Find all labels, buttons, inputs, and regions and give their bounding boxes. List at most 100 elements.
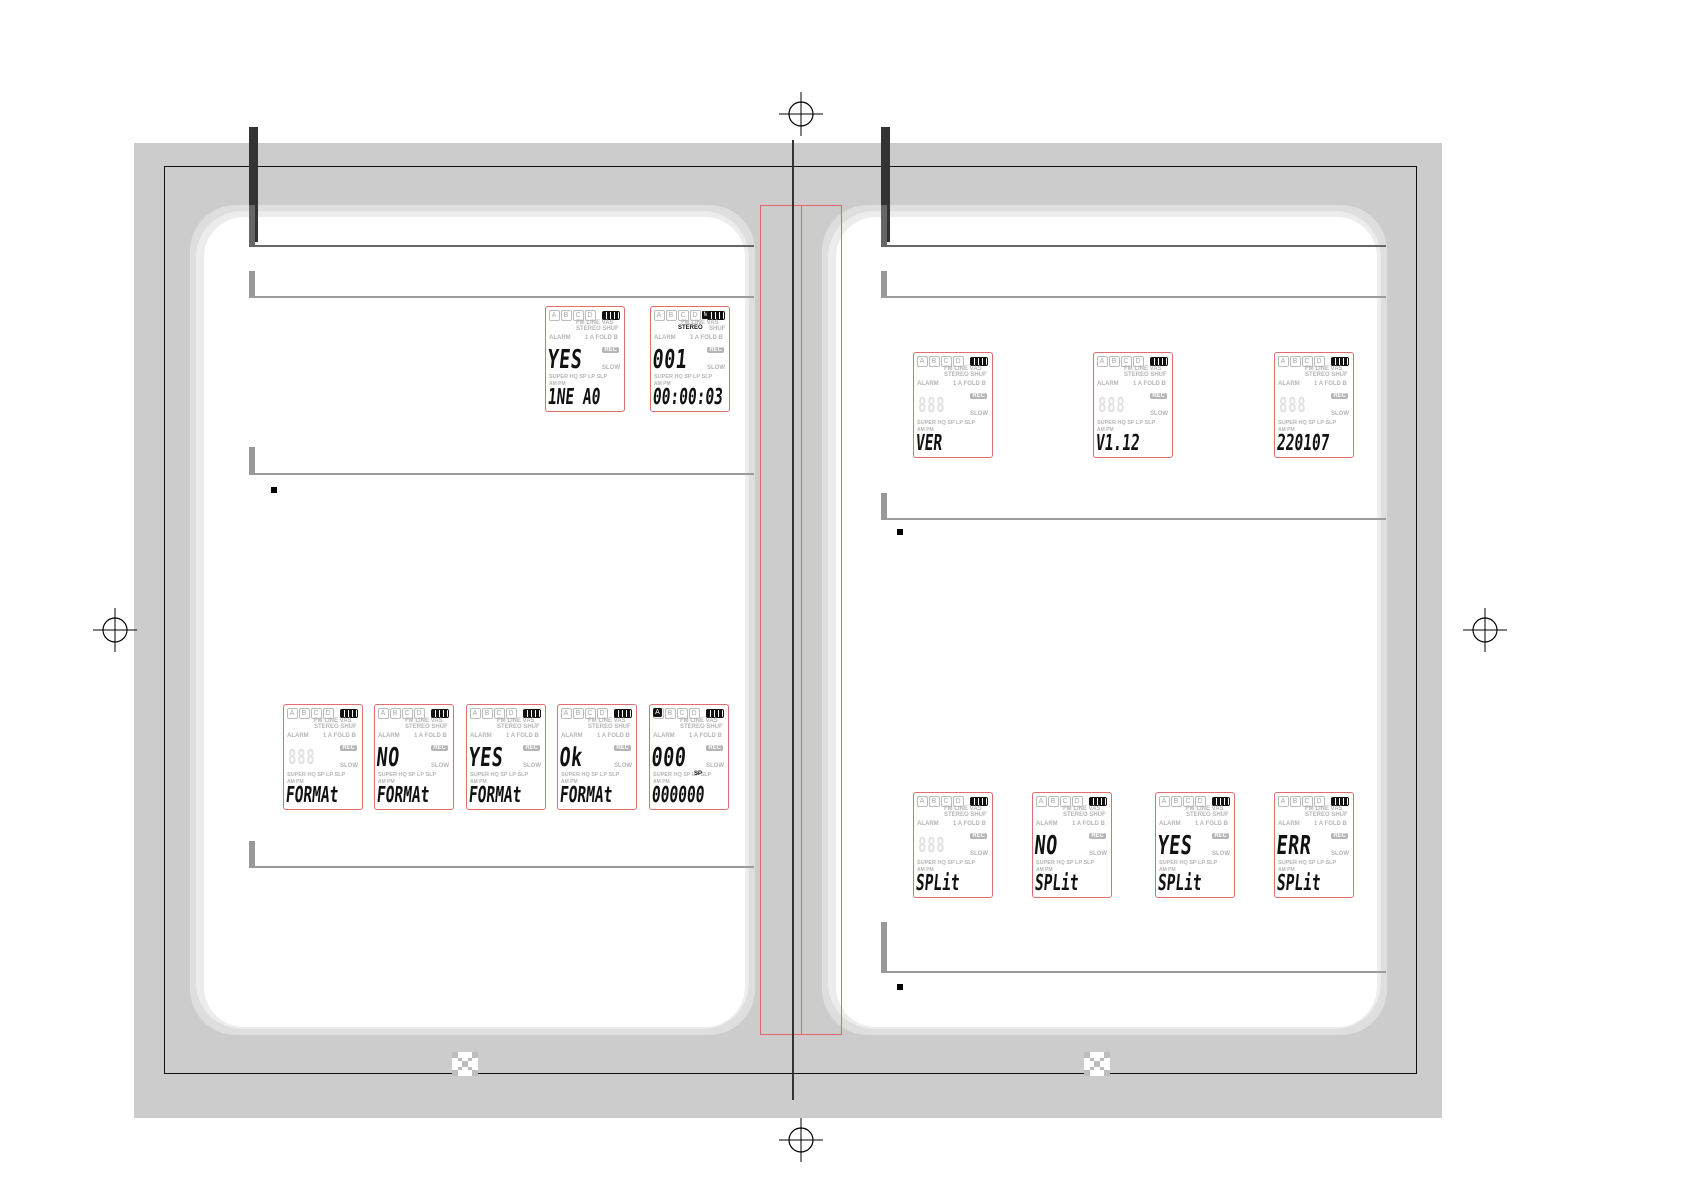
left-title-rule	[249, 245, 754, 247]
lcd-label-ampm: AM PM	[654, 381, 671, 387]
left-section3-marker	[249, 841, 255, 867]
lcd-label-slow: SLOW	[523, 763, 541, 769]
lcd-letter-a: A	[549, 310, 560, 321]
checker-cross-icon	[452, 1052, 478, 1076]
lcd-label-afold: 1 A FOLD B	[953, 381, 986, 387]
lcd-letter-d: D	[323, 708, 334, 719]
lcd-label-ampm: AM PM	[917, 867, 934, 873]
lcd-main-readout: YES	[546, 345, 584, 375]
lcd-letter-a: A	[1278, 356, 1289, 367]
lcd-letter-b: B	[561, 310, 572, 321]
lcd-rec-badge: REC	[1331, 393, 1348, 399]
lcd-letter-b: B	[1171, 796, 1182, 807]
lcd-rec-badge: REC	[340, 745, 357, 751]
right-section3-marker	[881, 922, 887, 972]
lcd-letter-d: D	[414, 708, 425, 719]
lcd-letter-c: C	[941, 356, 952, 367]
lcd-label-quality-row: SUPER HQ SP LP SLP	[654, 374, 713, 380]
lcd-label-ampm: AM PM	[653, 779, 670, 785]
battery-icon	[1089, 797, 1107, 806]
lcd-letter-c: C	[1060, 796, 1071, 807]
lcd-rec-badge: REC	[970, 833, 987, 839]
right-section2-marker	[881, 493, 887, 519]
lcd-label-quality-row: SUPER HQ SP LP SLP	[917, 860, 976, 866]
lcd-label-afold: 1 A FOLD B	[953, 821, 986, 827]
lcd-bottom-readout: SPLit	[914, 871, 961, 896]
lcd-label-stereo-shuf: STEREO SHUF	[405, 724, 448, 730]
lcd-label-stereo-shuf: STEREO SHUF	[944, 812, 987, 818]
lcd-label-alarm: ALARM	[1097, 381, 1119, 387]
lcd-bottom-readout: SPLit	[1275, 871, 1322, 896]
lcd-letter-d: D	[689, 708, 700, 719]
lcd-label-fm-line-vas: FM LINE VAS	[497, 718, 535, 724]
lcd-label-quality-row: SUPER HQ SP LP SLP	[561, 772, 620, 778]
lcd-label-alarm: ALARM	[1278, 821, 1300, 827]
lcd-label-slow: SLOW	[970, 411, 988, 417]
lcd-label-quality-row: SUPER HQ SP LP SLP	[653, 772, 712, 778]
lcd-label-ampm: AM PM	[470, 779, 487, 785]
lcd-label-slow: SLOW	[431, 763, 449, 769]
lcd-label-quality-row: SUPER HQ SP LP SLP	[1036, 860, 1095, 866]
lcd-label-fm-line-vas: FM LINE VAS	[1124, 366, 1162, 372]
lcd-bottom-readout: VER	[914, 431, 944, 456]
lcd-label-afold: 1 A FOLD B	[323, 733, 356, 739]
lcd-label-quality-row: SUPER HQ SP LP SLP	[470, 772, 529, 778]
registration-mark-bottom	[779, 1118, 823, 1162]
lcd-label-slow: SLOW	[602, 365, 620, 371]
battery-icon	[706, 709, 724, 718]
lcd-letter-d: D	[506, 708, 517, 719]
lcd-letter-b: B	[1048, 796, 1059, 807]
lcd-bottom-readout: SPLit	[1033, 871, 1080, 896]
lcd-label-ampm: AM PM	[378, 779, 395, 785]
left-section2-rule	[249, 473, 754, 475]
lcd-main-ghost-digits: 888	[918, 393, 946, 417]
lcd-label-stereo-shuf: STEREO SHUF	[497, 724, 540, 730]
lcd-label-stereo-shuf: STEREO SHUF	[1063, 812, 1106, 818]
lcd-label-stereo-shuf: STEREO SHUF	[588, 724, 631, 730]
registration-mark-top	[779, 92, 823, 136]
left-section3-rule	[249, 866, 754, 868]
lcd-bottom-readout: SPLit	[1156, 871, 1203, 896]
lcd-letter-d: D	[1314, 796, 1325, 807]
lcd-label-fm-line-vas: FM LINE VAS	[681, 320, 719, 326]
lcd-label-shuf: SHUF	[709, 326, 726, 332]
lcd-label-stereo-shuf: STEREO SHUF	[1124, 372, 1167, 378]
battery-icon	[707, 311, 725, 320]
lcd-letter-d: D	[1133, 356, 1144, 367]
lcd-letter-d: D	[690, 310, 701, 321]
lcd-label-alarm: ALARM	[1036, 821, 1058, 827]
lcd-letter-a: A	[378, 708, 389, 719]
lcd-letter-b: B	[1290, 796, 1301, 807]
lcd-active-indicator: M	[702, 311, 710, 319]
lcd-label-slow: SLOW	[1331, 411, 1349, 417]
lcd-letter-b: B	[573, 708, 584, 719]
lcd-label-slow: SLOW	[1331, 851, 1349, 857]
lcd-label-ampm: AM PM	[1097, 427, 1114, 433]
lcd-label-stereo-shuf: STEREO SHUF	[680, 724, 723, 730]
lcd-letter-c: C	[494, 708, 505, 719]
lcd-letter-c: C	[1183, 796, 1194, 807]
right-heading-marker	[881, 205, 887, 245]
lcd-letter-c: C	[677, 708, 688, 719]
lcd-bottom-readout: 220107	[1275, 431, 1331, 456]
lcd-label-afold: 1 A FOLD B	[690, 335, 723, 341]
lcd-bottom-readout: V1.12	[1094, 431, 1141, 456]
left-section2-marker	[249, 447, 255, 473]
lcd-letter-a: A	[1159, 796, 1170, 807]
lcd-letter-c: C	[585, 708, 596, 719]
lcd-letter-d: D	[597, 708, 608, 719]
lcd-label-afold: 1 A FOLD B	[597, 733, 630, 739]
lcd-bottom-readout: FORMAt	[467, 783, 523, 808]
lcd-label-fm-line-vas: FM LINE VAS	[944, 366, 982, 372]
lcd-label-quality-row: SUPER HQ SP LP SLP	[1097, 420, 1156, 426]
